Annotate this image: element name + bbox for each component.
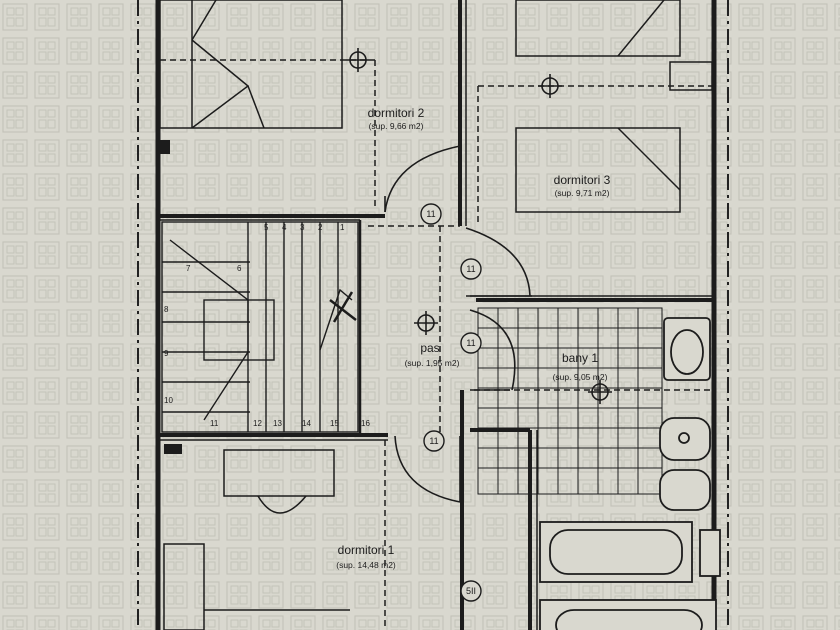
door-tag-bath	[460, 332, 482, 354]
toilet	[659, 417, 711, 461]
stair-step-3: 3	[300, 223, 305, 232]
bidet	[659, 469, 711, 511]
door-tag-label-lower: 5II	[466, 586, 476, 596]
ceiling-light-dorm3	[538, 74, 562, 98]
door-dorm1	[394, 435, 461, 503]
door-tag-label-dorm3: 11	[466, 264, 475, 274]
stair-step-7: 7	[186, 264, 191, 273]
door-tag-label-bath: 11	[466, 338, 475, 348]
stair-step-2: 2	[318, 223, 323, 232]
room-name-dormitori-2: dormitori 2	[368, 106, 425, 120]
stair-step-16: 16	[361, 419, 370, 428]
door-tag-dorm3	[460, 258, 482, 280]
furniture-dormitori-1	[163, 449, 350, 630]
stair-step-11: 11	[210, 419, 219, 428]
sink	[663, 317, 711, 381]
stair-step-14: 14	[302, 419, 311, 428]
ceiling-light-bath	[588, 380, 612, 404]
ceiling-light-pas	[414, 311, 438, 335]
stair-step-6: 6	[237, 264, 242, 273]
room-area-dormitori-3: (sup. 9,71 m2)	[555, 188, 610, 198]
room-name-pas: pas	[420, 341, 439, 355]
stair-step-1: 1	[340, 223, 345, 232]
room-area-pas: (sup. 1,95 m2)	[405, 358, 460, 368]
door-dorm2	[384, 145, 461, 213]
ceiling-light-dorm2	[346, 48, 370, 72]
door-tag-label-dorm1: 11	[429, 436, 438, 446]
stair-step-9: 9	[164, 349, 169, 358]
bed-dormitori-3	[515, 0, 713, 213]
door-bath	[469, 309, 516, 391]
shower-tray	[539, 599, 717, 630]
room-area-dormitori-1: (sup. 14,48 m2)	[336, 560, 396, 570]
door-tag-dorm1	[423, 430, 445, 452]
room-area-dormitori-2: (sup. 9,66 m2)	[369, 121, 424, 131]
stair-step-8: 8	[164, 305, 169, 314]
door-dorm3	[465, 227, 532, 297]
room-name-dormitori-1: dormitori 1	[338, 543, 395, 557]
bathtub	[539, 521, 693, 583]
stair-step-4: 4	[282, 223, 287, 232]
room-area-bany-1: (sup. 9,05 m2)	[553, 372, 608, 382]
bed-dormitori-2	[159, 0, 343, 129]
bathroom-tiles	[477, 307, 663, 495]
staircase	[161, 221, 359, 433]
room-name-dormitori-3: dormitori 3	[554, 173, 611, 187]
stair-step-13: 13	[273, 419, 282, 428]
stair-step-10: 10	[164, 396, 173, 405]
door-tag-dorm2	[420, 203, 442, 225]
door-tag-lower	[460, 580, 482, 602]
room-name-bany-1: bany 1	[562, 351, 598, 365]
stair-step-12: 12	[253, 419, 262, 428]
stair-step-5: 5	[264, 223, 269, 232]
door-tag-label-dorm2: 11	[426, 209, 435, 219]
stair-step-15: 15	[330, 419, 339, 428]
